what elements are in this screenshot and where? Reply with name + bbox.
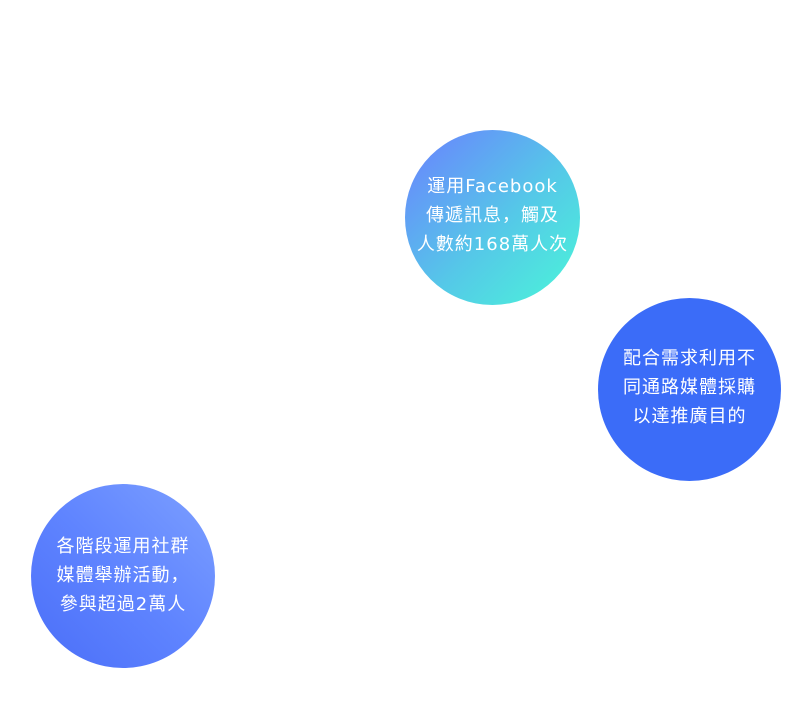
facebook-reach-text: 運用Facebook 傳遞訊息，觸及 人數約168萬人次 bbox=[417, 172, 568, 259]
facebook-reach-line-2: 傳遞訊息，觸及 bbox=[425, 205, 559, 226]
media-purchase-line-1: 配合需求利用不 bbox=[623, 348, 756, 369]
facebook-reach-bubble: 運用Facebook 傳遞訊息，觸及 人數約168萬人次 bbox=[405, 130, 580, 305]
social-events-bubble: 各階段運用社群 媒體舉辦活動， 參與超過2萬人 bbox=[31, 484, 215, 668]
facebook-reach-line-3: 人數約168萬人次 bbox=[416, 234, 569, 255]
social-events-line-2: 媒體舉辦活動， bbox=[56, 564, 190, 586]
social-events-text: 各階段運用社群 媒體舉辦活動， 參與超過2萬人 bbox=[57, 532, 190, 619]
media-purchase-line-3: 以達推廣目的 bbox=[632, 406, 747, 427]
media-purchase-line-2: 同通路媒體採購 bbox=[623, 377, 756, 398]
media-purchase-bubble: 配合需求利用不 同通路媒體採購 以達推廣目的 bbox=[598, 298, 781, 481]
facebook-reach-line-1: 運用Facebook bbox=[427, 176, 558, 197]
social-events-line-3: 參與超過2萬人 bbox=[59, 593, 187, 615]
social-events-line-1: 各階段運用社群 bbox=[56, 535, 190, 557]
media-purchase-text: 配合需求利用不 同通路媒體採購 以達推廣目的 bbox=[623, 344, 756, 431]
